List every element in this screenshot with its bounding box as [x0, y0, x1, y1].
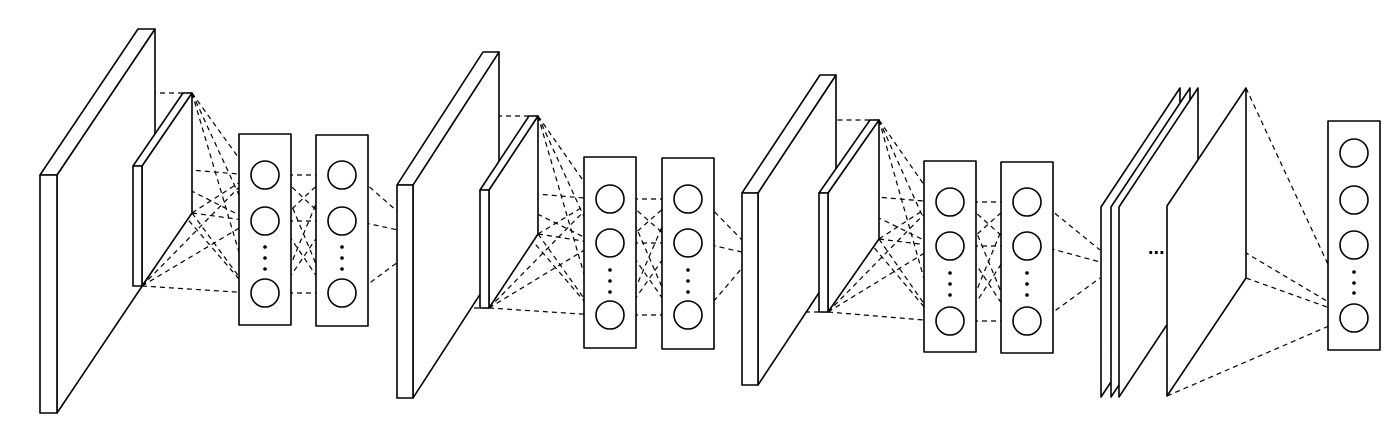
layers	[39, 28, 1381, 414]
slab-front	[479, 189, 490, 309]
neuron-node	[1339, 185, 1369, 215]
neuron-node	[595, 184, 625, 214]
slab-front	[741, 192, 759, 386]
output-layer	[1327, 120, 1381, 351]
neuron-node	[1339, 303, 1369, 333]
neuron-node	[935, 306, 965, 336]
ellipsis-dot	[263, 245, 267, 249]
input-feature-map-1	[39, 28, 156, 414]
neuron-node	[673, 184, 703, 214]
hidden-layer-4	[661, 157, 715, 350]
connection-line	[701, 242, 743, 253]
input-feature-map-2	[396, 51, 500, 399]
conv-feature-map-1	[132, 92, 193, 287]
ellipsis-dot	[608, 268, 612, 272]
hidden-layer-3	[583, 156, 637, 349]
neuron-node	[935, 187, 965, 217]
connection-line	[141, 285, 252, 294]
hidden-layer-2	[315, 134, 369, 327]
output-connection-line	[1166, 315, 1353, 397]
feature-map-ellipsis: ...	[1148, 237, 1165, 259]
neuron-node	[1012, 231, 1042, 261]
neuron-node	[673, 228, 703, 258]
neuron-node	[595, 300, 625, 330]
conv-feature-map-2	[479, 115, 539, 309]
neuron-node	[1012, 306, 1042, 336]
hidden-layer-6	[1000, 161, 1054, 354]
neuron-node	[250, 278, 280, 308]
neuron-node	[250, 160, 280, 190]
slab-front	[396, 184, 414, 399]
ellipsis-dot	[1025, 271, 1029, 275]
neuron-node	[327, 160, 357, 190]
slab-front	[39, 174, 58, 414]
neuron-node	[327, 278, 357, 308]
ellipsis-dot	[340, 256, 344, 260]
connection-line	[827, 201, 937, 313]
connection-line	[488, 242, 597, 309]
ellipsis-dot	[608, 279, 612, 283]
ellipsis-dot	[340, 245, 344, 249]
neuron-node	[250, 206, 280, 236]
ellipsis-dot	[948, 282, 952, 286]
ellipsis-dot	[1352, 270, 1356, 274]
connection-line	[827, 245, 937, 313]
ellipsis-dot	[948, 271, 952, 275]
ellipsis-dot	[1352, 281, 1356, 285]
ellipsis-dot	[340, 267, 344, 271]
ellipsis-dot	[263, 256, 267, 260]
ellipsis-dot	[948, 293, 952, 297]
hidden-layer-5	[923, 160, 977, 353]
connection-line	[488, 198, 597, 309]
neuron-node	[1012, 187, 1042, 217]
ellipsis-dot	[263, 267, 267, 271]
connection-line	[141, 174, 252, 287]
ellipsis-dot	[686, 290, 690, 294]
ellipsis-dot	[608, 290, 612, 294]
neuron-node	[595, 228, 625, 258]
connection-line	[827, 311, 937, 322]
neuron-node	[327, 206, 357, 236]
ellipsis-dot	[686, 268, 690, 272]
ellipsis-dot	[1025, 282, 1029, 286]
flattened-plane-last	[1166, 87, 1247, 397]
neuron-node	[1339, 138, 1369, 168]
hidden-layer-1	[238, 133, 292, 326]
ellipsis-dot	[1025, 293, 1029, 297]
conv-feature-map-3	[818, 119, 880, 313]
slab-front	[132, 165, 143, 287]
neuron-node	[935, 231, 965, 261]
neuron-node	[673, 300, 703, 330]
connection-line	[355, 220, 399, 231]
connection-line	[141, 220, 252, 287]
ellipsis-dot	[686, 279, 690, 283]
slab-front	[818, 192, 829, 313]
connection-line	[488, 307, 597, 316]
neuron-node	[1339, 230, 1369, 260]
ellipsis-dot	[1352, 291, 1356, 295]
